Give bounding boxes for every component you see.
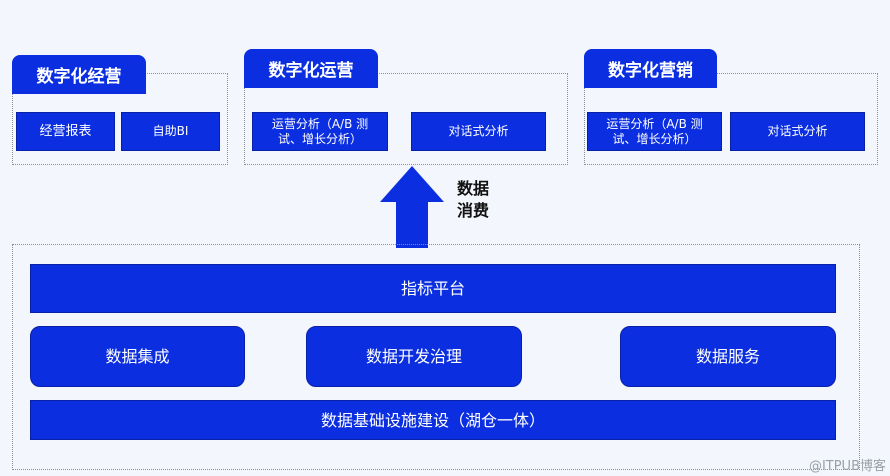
panel-digital-ops-title: 数字化运营 xyxy=(244,49,378,88)
arrow-label-line2: 消费 xyxy=(457,201,490,220)
panel-digital-ops-box xyxy=(244,73,568,165)
self-service-bi-block: 自助BI xyxy=(121,112,220,151)
data-integration-module: 数据集成 xyxy=(30,326,245,387)
panel-digital-marketing-box xyxy=(584,73,878,165)
data-development-governance-module: 数据开发治理 xyxy=(306,326,522,387)
marketing-conversational-block: 对话式分析 xyxy=(730,112,865,151)
data-platform-box xyxy=(12,244,860,470)
metric-platform-bar: 指标平台 xyxy=(30,264,836,313)
up-arrow-icon xyxy=(380,166,444,248)
data-service-module: 数据服务 xyxy=(620,326,836,387)
panel-digital-marketing-title: 数字化营销 xyxy=(584,49,717,88)
watermark: @ITPUB博客 xyxy=(808,459,886,474)
data-consumption-label: 数据 消费 xyxy=(457,178,489,222)
business-report-block: 经营报表 xyxy=(16,112,115,151)
ops-analysis-block: 运营分析（A/B 测试、增长分析） xyxy=(252,112,388,151)
arrow-label-line1: 数据 xyxy=(457,179,490,198)
conversational-analysis-block: 对话式分析 xyxy=(411,112,546,151)
panel-digital-operation-title: 数字化经营 xyxy=(12,55,146,94)
marketing-ops-analysis-block: 运营分析（A/B 测试、增长分析） xyxy=(587,112,722,151)
data-infrastructure-bar: 数据基础设施建设（湖仓一体） xyxy=(30,400,836,440)
